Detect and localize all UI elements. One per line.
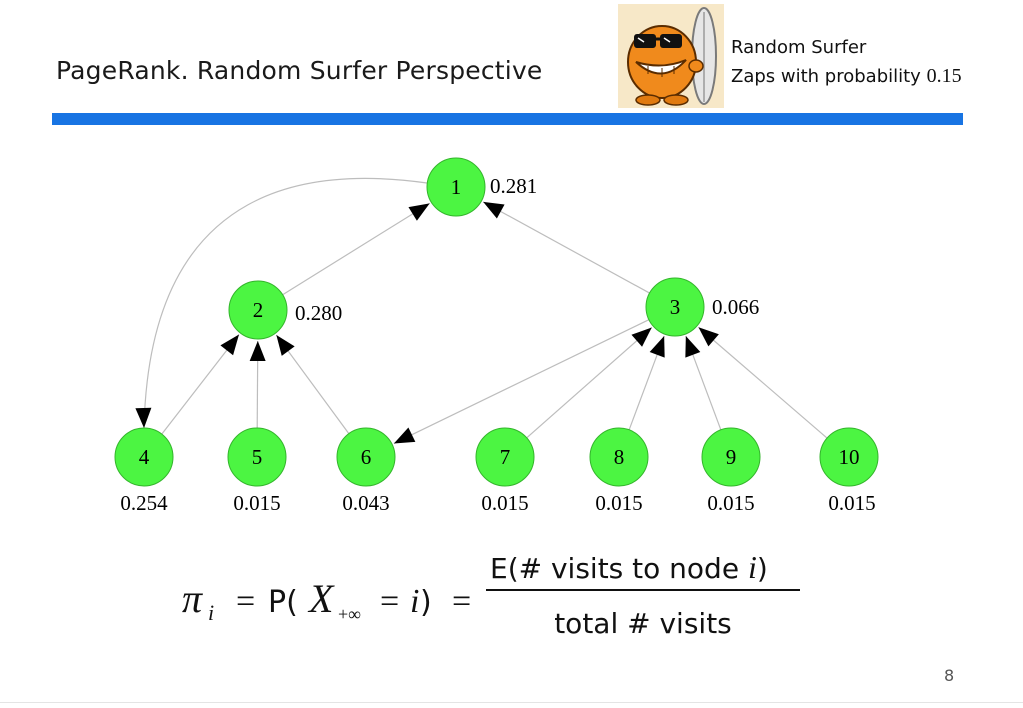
- node-8: 8 0.015: [589, 427, 649, 515]
- edge-10-to-3: [698, 326, 828, 439]
- zap-probability: 0.15: [926, 65, 962, 87]
- node-9: 9 0.015: [701, 427, 761, 515]
- formula-pi: π: [182, 576, 203, 621]
- node-6-score: 0.043: [342, 491, 389, 515]
- formula-X: X: [307, 576, 335, 621]
- arrowhead-3-to-6: [393, 427, 416, 444]
- node-6-label: 6: [361, 445, 372, 469]
- node-7: 7 0.015: [475, 427, 535, 515]
- node-3: 3 0.066: [645, 277, 759, 337]
- numerator-text: E(# visits to node: [490, 552, 748, 585]
- node-2: 2 0.280: [228, 280, 342, 340]
- node-10: 10 0.015: [819, 427, 879, 515]
- node-8-score: 0.015: [595, 491, 642, 515]
- node-5-label: 5: [252, 445, 263, 469]
- formula-numerator: E(# visits to node i): [490, 549, 768, 585]
- pagerank-formula: π i = P( X +∞ = i ) = E(# visits to node…: [182, 549, 800, 640]
- node-1-circle: [426, 157, 486, 217]
- node-4-label: 4: [139, 445, 150, 469]
- edge-6-to-2: [275, 334, 350, 434]
- title-underline-bar: [52, 113, 963, 125]
- node-1-label: 1: [451, 175, 462, 199]
- formula-close-paren: ): [420, 585, 432, 620]
- node-10-label: 10: [839, 445, 860, 469]
- node-8-label: 8: [614, 445, 625, 469]
- formula-i: i: [410, 583, 419, 620]
- formula-denominator: total # visits: [554, 607, 732, 640]
- node-4-score: 0.254: [120, 491, 168, 515]
- slide-title: PageRank. Random Surfer Perspective: [56, 56, 543, 85]
- surfer-caption: Random Surfer Zaps with probability 0.15: [731, 34, 962, 91]
- edge-4-to-2: [161, 334, 240, 435]
- surfer-caption-line2: Zaps with probability 0.15: [731, 62, 962, 91]
- random-surfer-mascot: [618, 4, 724, 108]
- formula-pi-subscript: i: [208, 600, 214, 625]
- node-1-score: 0.281: [490, 174, 537, 198]
- formula-P-open: P(: [268, 585, 298, 620]
- arrowhead-9-to-3: [685, 336, 701, 358]
- arrowhead-3-to-1: [483, 201, 505, 219]
- formula-equals-3: =: [452, 583, 471, 620]
- formula-equals-1: =: [236, 583, 255, 620]
- node-7-label: 7: [500, 445, 511, 469]
- arrowhead-4-to-2: [220, 334, 240, 356]
- node-3-score: 0.066: [712, 295, 759, 319]
- node-7-score: 0.015: [481, 491, 528, 515]
- arrowhead-2-to-1: [408, 203, 430, 221]
- graph-nodes: 1 0.281 2 0.280 3 0.066 4 0.254 5 0.015 6 0.043 7 0.0…: [114, 157, 879, 515]
- node-6: 6 0.043: [336, 427, 396, 515]
- arrowhead-8-to-3: [649, 336, 665, 358]
- formula-equals-2: =: [380, 583, 399, 620]
- node-7-circle: [475, 427, 535, 487]
- node-4-circle: [114, 427, 174, 487]
- node-2-circle: [228, 280, 288, 340]
- arrowhead-1-to-4: [135, 407, 152, 428]
- node-9-score: 0.015: [707, 491, 754, 515]
- edge-2-to-1: [282, 202, 430, 296]
- edge-1-to-4: [143, 177, 428, 429]
- zap-text: Zaps with probability: [731, 66, 921, 87]
- pagerank-graph: 1 0.281 2 0.280 3 0.066 4 0.254 5 0.015 6 0.043 7 0.0…: [114, 157, 879, 515]
- footer-divider: [0, 702, 1023, 703]
- numerator-var: i: [748, 549, 757, 585]
- page-number: 8: [944, 666, 955, 685]
- node-1: 1 0.281: [426, 157, 537, 217]
- arrowhead-7-to-3: [631, 327, 652, 347]
- node-2-label: 2: [253, 298, 264, 322]
- arrowhead-6-to-2: [276, 334, 295, 356]
- node-10-circle: [819, 427, 879, 487]
- graph-edges: [135, 177, 828, 445]
- node-5: 5 0.015: [227, 427, 287, 515]
- edge-3-to-6: [393, 319, 650, 445]
- node-9-label: 9: [726, 445, 737, 469]
- node-9-circle: [701, 427, 761, 487]
- node-3-circle: [645, 277, 705, 337]
- edge-3-to-1: [482, 201, 650, 294]
- node-4: 4 0.254: [114, 427, 174, 515]
- node-6-circle: [336, 427, 396, 487]
- node-2-score: 0.280: [295, 301, 342, 325]
- edge-7-to-3: [526, 327, 653, 439]
- node-5-circle: [227, 427, 287, 487]
- arrowhead-5-to-2: [249, 340, 266, 362]
- formula-X-subscript: +∞: [338, 604, 361, 624]
- node-10-score: 0.015: [828, 491, 875, 515]
- arrowhead-10-to-3: [698, 327, 719, 347]
- surfer-mascot-image: [618, 4, 724, 108]
- node-8-circle: [589, 427, 649, 487]
- surfer-caption-line1: Random Surfer: [731, 37, 867, 58]
- numerator-close: ): [757, 552, 768, 585]
- node-5-score: 0.015: [233, 491, 280, 515]
- node-3-label: 3: [670, 295, 681, 319]
